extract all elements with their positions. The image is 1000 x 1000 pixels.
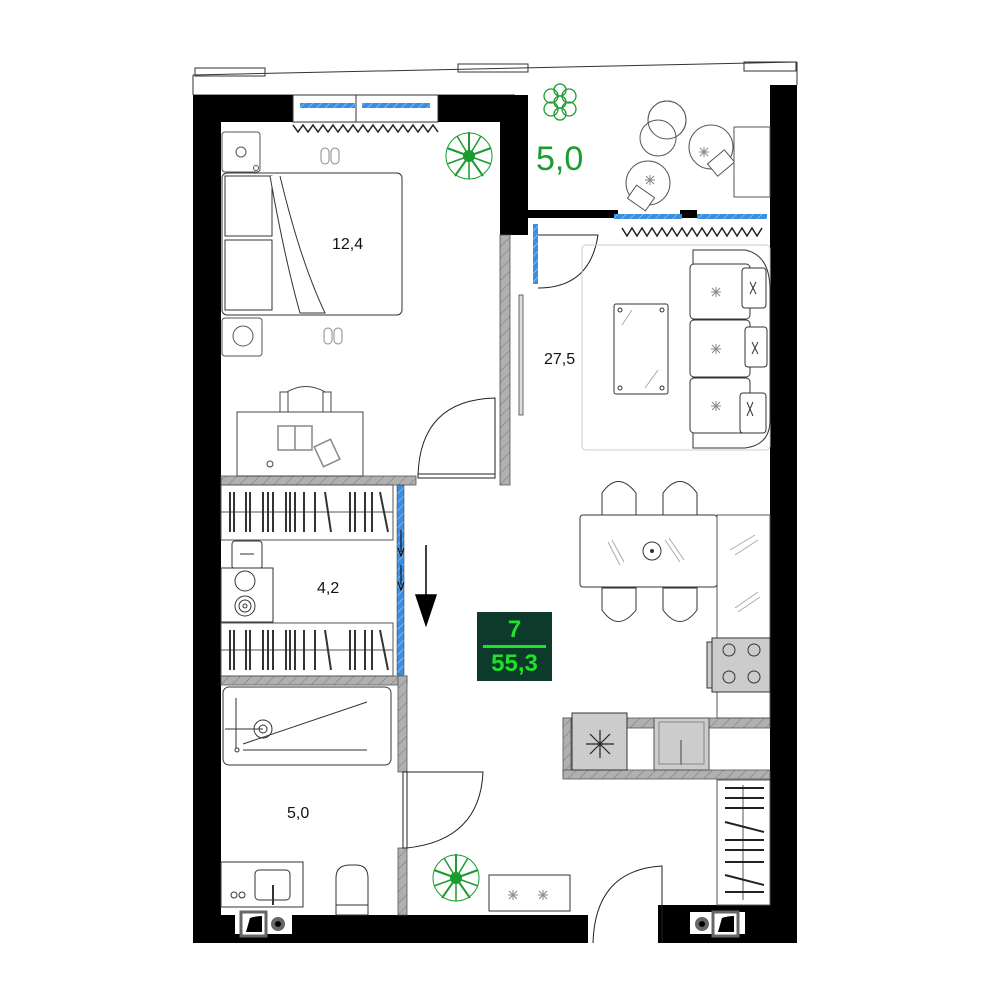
hangers-icon bbox=[229, 491, 389, 671]
washing-machine-icon bbox=[220, 540, 274, 623]
shoe-bench bbox=[488, 874, 571, 912]
fridge-icon bbox=[571, 712, 628, 771]
chair-icon bbox=[601, 481, 698, 622]
badge-divider bbox=[483, 645, 546, 648]
bedroom-area-label: 12,4 bbox=[332, 236, 364, 253]
bathroom-area-label: 5,0 bbox=[287, 805, 310, 822]
toilet-icon bbox=[335, 864, 369, 916]
balcony-storage bbox=[733, 126, 771, 198]
total-area: 55,3 bbox=[491, 650, 538, 677]
balcony-table bbox=[639, 100, 687, 157]
dining-table-icon bbox=[579, 514, 718, 588]
door-icon bbox=[402, 234, 663, 944]
balcony-area-label: 5,0 bbox=[536, 140, 584, 178]
wall-mirror bbox=[518, 294, 524, 416]
window-icon bbox=[292, 94, 439, 123]
sink-icon bbox=[220, 861, 304, 908]
plant-icon bbox=[543, 83, 577, 121]
sink-icon bbox=[653, 717, 710, 771]
entrance-arrow-icon bbox=[414, 545, 438, 628]
bathtub-icon bbox=[222, 686, 392, 766]
coffee-table-icon bbox=[613, 303, 669, 395]
window-icon bbox=[533, 214, 767, 284]
wardrobe-area-label: 4,2 bbox=[317, 580, 340, 597]
nightstand bbox=[221, 131, 263, 357]
balcony-railing bbox=[192, 61, 798, 96]
plant-icon bbox=[445, 131, 493, 180]
slide-arrow-icon bbox=[397, 530, 405, 592]
plant-icon bbox=[432, 853, 480, 902]
desk-icon bbox=[236, 386, 364, 477]
armchair-icon bbox=[625, 124, 736, 212]
curtain-icon bbox=[292, 123, 439, 134]
apartment-summary-badge: 7 55,3 bbox=[477, 612, 552, 681]
rooms-count: 7 bbox=[507, 616, 522, 643]
hangers-icon bbox=[724, 785, 765, 900]
living-kitchen-area-label: 27,5 bbox=[544, 351, 576, 368]
curtain-icon bbox=[621, 226, 763, 238]
stove-icon bbox=[706, 637, 771, 693]
slippers-icon bbox=[320, 147, 343, 345]
bed-icon bbox=[221, 172, 403, 316]
sofa-icon bbox=[689, 249, 771, 449]
ventilation-shaft-icon bbox=[235, 910, 745, 938]
exterior-walls bbox=[193, 85, 797, 943]
